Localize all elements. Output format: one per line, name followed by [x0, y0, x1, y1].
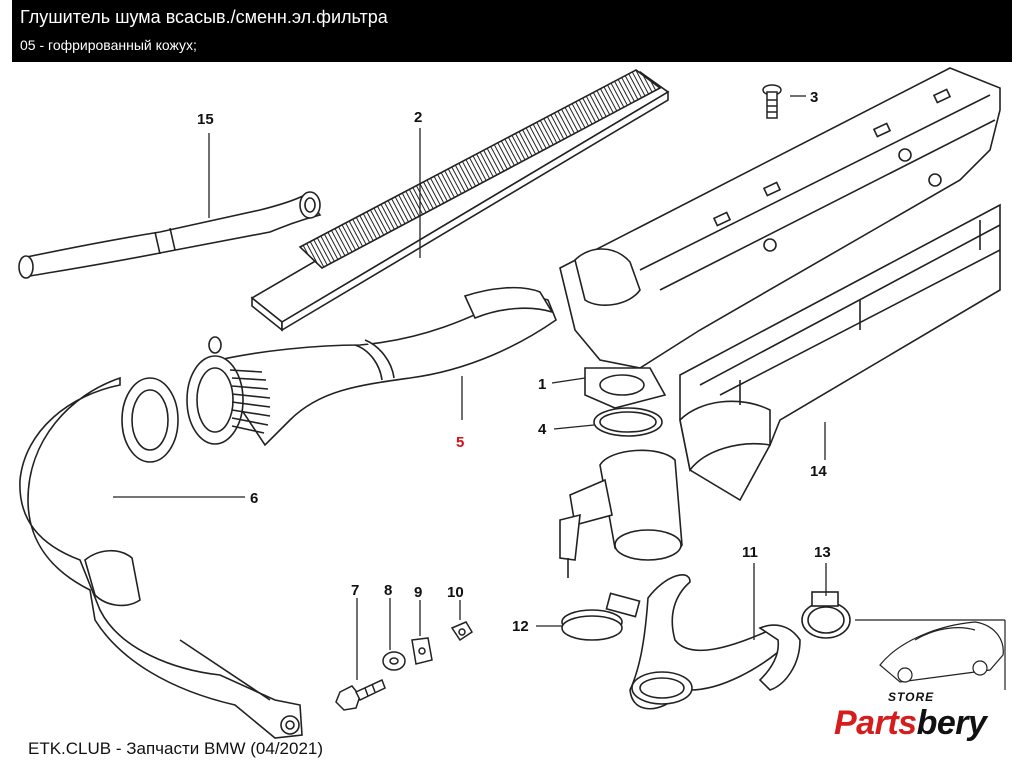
page-subtitle: 05 - гофрированный кожух;: [20, 37, 197, 53]
part-12-hose-clamp: [561, 592, 641, 641]
callout-2: 2: [414, 109, 422, 126]
callout-10: 10: [447, 584, 464, 601]
callout-labels: 15 2 3 1 4 5 6 14 11 13 7 8 9 10 12: [197, 89, 831, 635]
part-10-clip: [450, 621, 474, 642]
callout-4: 4: [538, 421, 547, 438]
part-6-silencer-pipe: [19, 376, 303, 739]
logo-brand-part-b: bery: [916, 704, 987, 742]
callout-5-highlighted: 5: [456, 434, 464, 451]
car-inset-illustration: [855, 619, 1006, 690]
part-3-screw: [762, 84, 782, 119]
part-5-corrugated-duct: [186, 286, 557, 447]
logo-store-label: STORE: [888, 690, 935, 704]
callout-6: 6: [250, 490, 258, 507]
part-4-seal-ring: [593, 407, 663, 437]
part-9-clip-nut: [411, 637, 433, 665]
leader-lines: [113, 95, 827, 680]
page-title: Глушитель шума всасыв./сменн.эл.фильтра: [20, 7, 388, 27]
callout-9: 9: [414, 584, 422, 601]
footer-text: ETK.CLUB - Запчасти BMW (04/2021): [28, 739, 324, 758]
part-11-hose: [629, 574, 801, 710]
title-bar: Глушитель шума всасыв./сменн.эл.фильтра …: [12, 0, 1012, 62]
callout-7: 7: [351, 582, 359, 599]
partsbery-logo[interactable]: STORE Partsbery: [830, 690, 1010, 750]
air-mass-meter: [559, 449, 683, 578]
logo-brand: Partsbery: [834, 704, 987, 743]
callout-14: 14: [810, 463, 827, 480]
part-8-washer: [382, 651, 406, 671]
part-2-air-filter: [250, 69, 670, 332]
callout-13: 13: [814, 544, 831, 561]
logo-brand-part-a: Parts: [834, 704, 917, 742]
part-13-clamp: [801, 591, 851, 639]
part-1-air-filter-housing: [559, 67, 1001, 409]
part-15-hose: [18, 191, 322, 279]
callout-12: 12: [512, 618, 529, 635]
callout-8: 8: [384, 582, 392, 599]
part-7-bolt: [335, 678, 386, 711]
callout-1: 1: [538, 376, 546, 393]
callout-11: 11: [742, 544, 758, 561]
callout-15: 15: [197, 111, 214, 128]
part-14-cover: [679, 203, 1001, 502]
callout-3: 3: [810, 89, 818, 106]
